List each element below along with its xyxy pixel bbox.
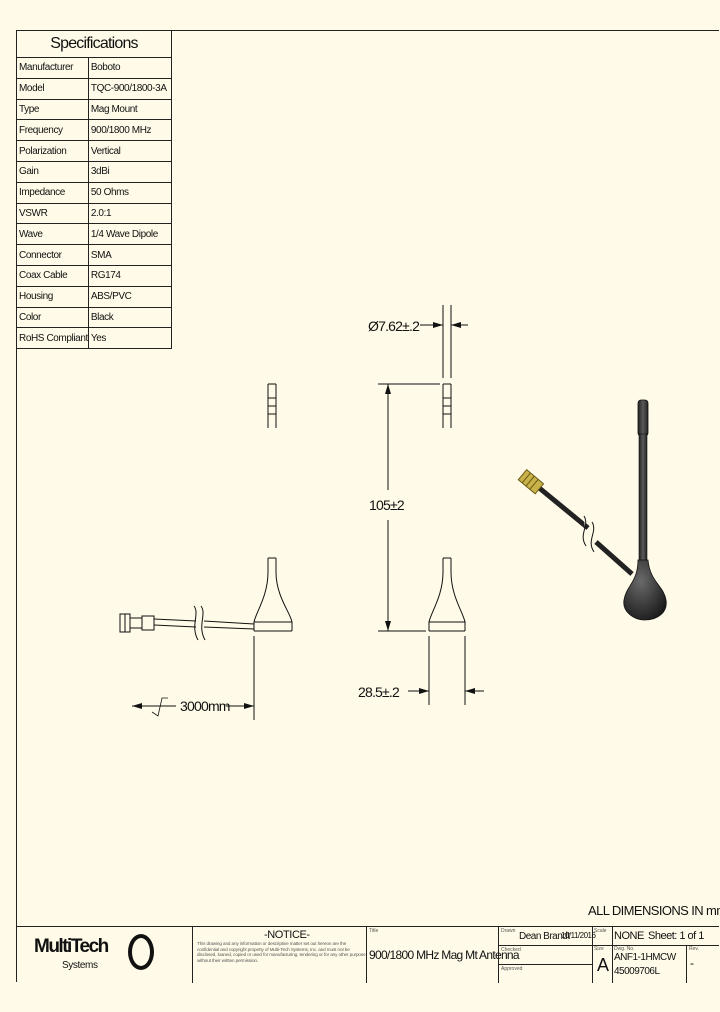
side-view-with-cable <box>119 383 293 720</box>
notice-body: This drawing and any information or desc… <box>197 941 366 963</box>
drawn-label: Drawn <box>501 928 516 934</box>
sheet-number: Sheet: 1 of 1 <box>648 930 704 942</box>
multitech-logo: MultiTech Systems <box>34 934 158 978</box>
drawn-by: Dean Brandt <box>519 931 570 942</box>
drawing-border <box>16 30 719 982</box>
rev-label: Rev. <box>689 946 699 952</box>
rev-value: - <box>690 956 694 970</box>
drawing-title: 900/1800 MHz Mag Mt Antenna <box>369 948 520 962</box>
dwg-number: ANF1-1HMCW <box>614 952 676 963</box>
specifications-title: Specifications <box>16 30 172 58</box>
front-view <box>378 305 484 705</box>
logo-sub: Systems <box>62 960 98 971</box>
title-block <box>16 926 719 983</box>
cable-length-label: 3000mm <box>180 698 230 714</box>
size-value: A <box>597 955 609 975</box>
drawn-date: 10/11/2016 <box>561 931 596 940</box>
scale-value: NONE <box>614 930 644 942</box>
part-number: 45009706L <box>614 966 660 977</box>
height-label: 105±2 <box>369 497 405 513</box>
size-label: Size <box>594 946 604 952</box>
notice-title: -NOTICE- <box>264 929 310 941</box>
diameter-label: Ø7.62±.2 <box>368 318 420 334</box>
dwg-label: Dwg. No. <box>614 946 635 952</box>
base-width-label: 28.5±.2 <box>358 684 400 700</box>
scale-label: Scale <box>594 928 607 934</box>
antenna-3d-render <box>517 399 667 621</box>
logo-brand: MultiTech <box>34 936 109 957</box>
logo-ring-icon <box>128 934 154 970</box>
units-note: ALL DIMENSIONS IN mm <box>588 903 720 918</box>
checked-label: Checked <box>501 947 521 953</box>
approved-label: Approved <box>501 966 523 972</box>
title-label: Title <box>369 928 379 934</box>
